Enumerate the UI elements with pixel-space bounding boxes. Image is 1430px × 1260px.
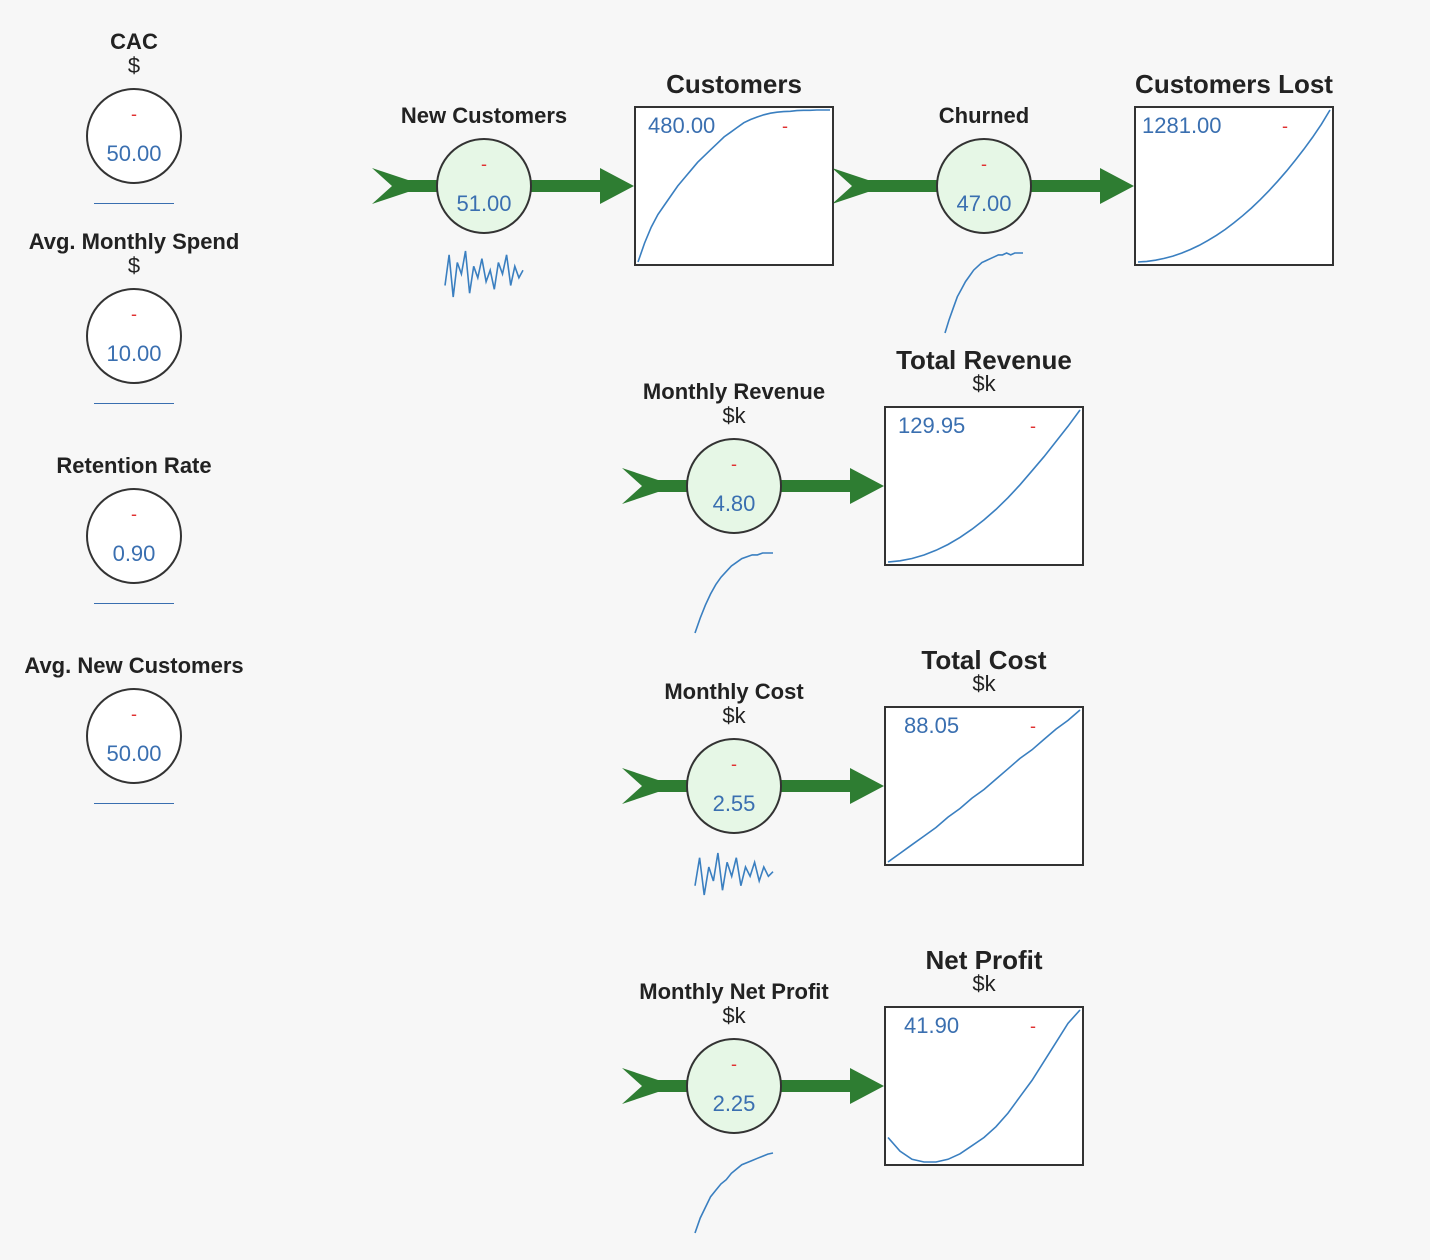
change-indicator: - bbox=[131, 704, 137, 724]
stock-unit: $k bbox=[972, 971, 996, 996]
stock-value: 88.05 bbox=[904, 713, 960, 738]
flow-unit: $k bbox=[722, 1003, 746, 1028]
change-indicator: - bbox=[731, 1054, 737, 1074]
parameter-title: Avg. Monthly Spend bbox=[28, 229, 240, 254]
flow-valve[interactable]: - 2.55 bbox=[686, 738, 782, 834]
flow-value: 51.00 bbox=[456, 191, 512, 216]
change-indicator: - bbox=[1282, 116, 1288, 136]
flow-value: 47.00 bbox=[956, 191, 1012, 216]
flow-unit: $k bbox=[722, 403, 746, 428]
parameter-slider[interactable] bbox=[94, 403, 174, 404]
flow-value: 2.55 bbox=[712, 791, 756, 816]
history-line bbox=[887, 409, 1081, 563]
flow-title: New Customers bbox=[400, 103, 568, 128]
stock-chart[interactable]: 41.90 - bbox=[884, 1006, 1084, 1166]
stock-history-line bbox=[887, 409, 1081, 563]
history-line bbox=[444, 250, 524, 298]
stock-chart[interactable]: 1281.00 - bbox=[1134, 106, 1334, 266]
change-indicator: - bbox=[1030, 1016, 1036, 1036]
change-indicator: - bbox=[481, 154, 487, 174]
flow-valve[interactable]: - 2.25 bbox=[686, 1038, 782, 1134]
stock-chart[interactable]: 480.00 - bbox=[634, 106, 834, 266]
parameter-slider[interactable] bbox=[94, 603, 174, 604]
stock-history-line bbox=[887, 709, 1081, 863]
history-line bbox=[694, 552, 773, 634]
flow-title: Churned bbox=[938, 103, 1030, 128]
flow-title: Monthly Cost bbox=[664, 679, 804, 704]
parameter-title: Avg. New Customers bbox=[24, 653, 244, 678]
parameter-value: 50.00 bbox=[106, 141, 162, 166]
change-indicator: - bbox=[131, 304, 137, 324]
parameter-value: 50.00 bbox=[106, 741, 162, 766]
history-line bbox=[1137, 109, 1331, 263]
change-indicator: - bbox=[731, 454, 737, 474]
stock-history-line bbox=[1137, 109, 1331, 263]
stock-value: 1281.00 bbox=[1142, 113, 1222, 138]
flow-sparkline bbox=[694, 1152, 774, 1234]
parameter-unit: $ bbox=[127, 253, 141, 278]
parameter-unit: $ bbox=[127, 53, 141, 78]
change-indicator: - bbox=[131, 104, 137, 124]
stock-unit: $k bbox=[972, 371, 996, 396]
parameter-slider[interactable] bbox=[94, 803, 174, 804]
stock-title: Total Cost bbox=[921, 645, 1047, 675]
change-indicator: - bbox=[1030, 416, 1036, 436]
stock-value: 129.95 bbox=[898, 413, 966, 438]
change-indicator: - bbox=[1030, 716, 1036, 736]
stock-title: Net Profit bbox=[925, 945, 1043, 975]
parameter-title: Retention Rate bbox=[56, 453, 212, 478]
stock-value: 480.00 bbox=[648, 113, 716, 138]
parameter-value: 10.00 bbox=[106, 341, 162, 366]
parameter-knob[interactable]: - 50.00 bbox=[86, 88, 182, 184]
history-line bbox=[887, 709, 1081, 863]
flow-title: Monthly Revenue bbox=[642, 379, 826, 404]
flow-sparkline bbox=[694, 552, 773, 634]
flow-title: Monthly Net Profit bbox=[639, 979, 829, 1004]
parameter-knob[interactable]: - 10.00 bbox=[86, 288, 182, 384]
stock-title: Customers Lost bbox=[1135, 69, 1333, 99]
flow-value: 2.25 bbox=[712, 1091, 756, 1116]
history-line bbox=[694, 852, 774, 896]
flow-sparkline bbox=[944, 252, 1023, 334]
stock-unit: $k bbox=[972, 671, 996, 696]
stock-chart[interactable]: 88.05 - bbox=[884, 706, 1084, 866]
change-indicator: - bbox=[731, 754, 737, 774]
stock-history-line bbox=[887, 1009, 1081, 1163]
history-line bbox=[887, 1009, 1081, 1163]
history-line bbox=[944, 252, 1023, 334]
flow-valve[interactable]: - 47.00 bbox=[936, 138, 1032, 234]
stock-chart[interactable]: 129.95 - bbox=[884, 406, 1084, 566]
parameter-value: 0.90 bbox=[112, 541, 156, 566]
history-line bbox=[637, 109, 830, 263]
stock-title: Total Revenue bbox=[896, 345, 1072, 375]
flow-valve[interactable]: - 4.80 bbox=[686, 438, 782, 534]
flow-sparkline bbox=[694, 852, 774, 896]
stock-value: 41.90 bbox=[904, 1013, 960, 1038]
change-indicator: - bbox=[782, 116, 788, 136]
parameter-knob[interactable]: - 0.90 bbox=[86, 488, 182, 584]
history-line bbox=[694, 1152, 774, 1234]
parameter-knob[interactable]: - 50.00 bbox=[86, 688, 182, 784]
flow-valve[interactable]: - 51.00 bbox=[436, 138, 532, 234]
parameter-slider[interactable] bbox=[94, 203, 174, 204]
change-indicator: - bbox=[131, 504, 137, 524]
flow-sparkline bbox=[444, 250, 524, 298]
stock-history-line bbox=[637, 109, 830, 263]
parameter-title: CAC bbox=[110, 29, 158, 54]
change-indicator: - bbox=[981, 154, 987, 174]
stock-title: Customers bbox=[666, 69, 802, 99]
flow-value: 4.80 bbox=[712, 491, 756, 516]
flow-unit: $k bbox=[722, 703, 746, 728]
